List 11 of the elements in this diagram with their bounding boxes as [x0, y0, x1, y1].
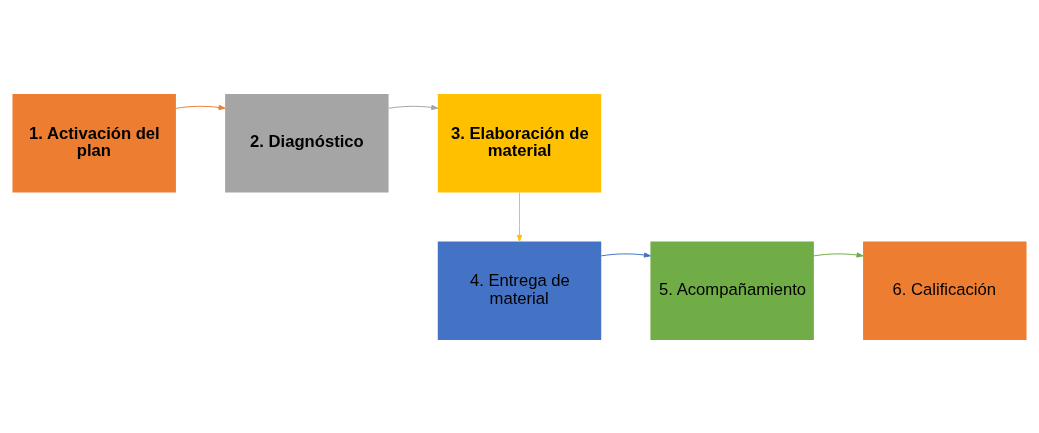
- arrow: [175, 104, 226, 110]
- arrow: [813, 251, 864, 258]
- node-box: 4. Entrega de material: [437, 241, 602, 340]
- arrow: [600, 251, 651, 258]
- node-box: 6. Calificación: [863, 241, 1027, 340]
- node-box: 1. Activación del plan: [12, 93, 176, 192]
- node-box: 5. Acompañamiento: [650, 241, 814, 340]
- node-box: 2. Diagnóstico: [225, 93, 389, 192]
- node-box: 3. Elaboración de material: [437, 93, 602, 192]
- arrow: [516, 191, 523, 242]
- arrow: [388, 104, 439, 110]
